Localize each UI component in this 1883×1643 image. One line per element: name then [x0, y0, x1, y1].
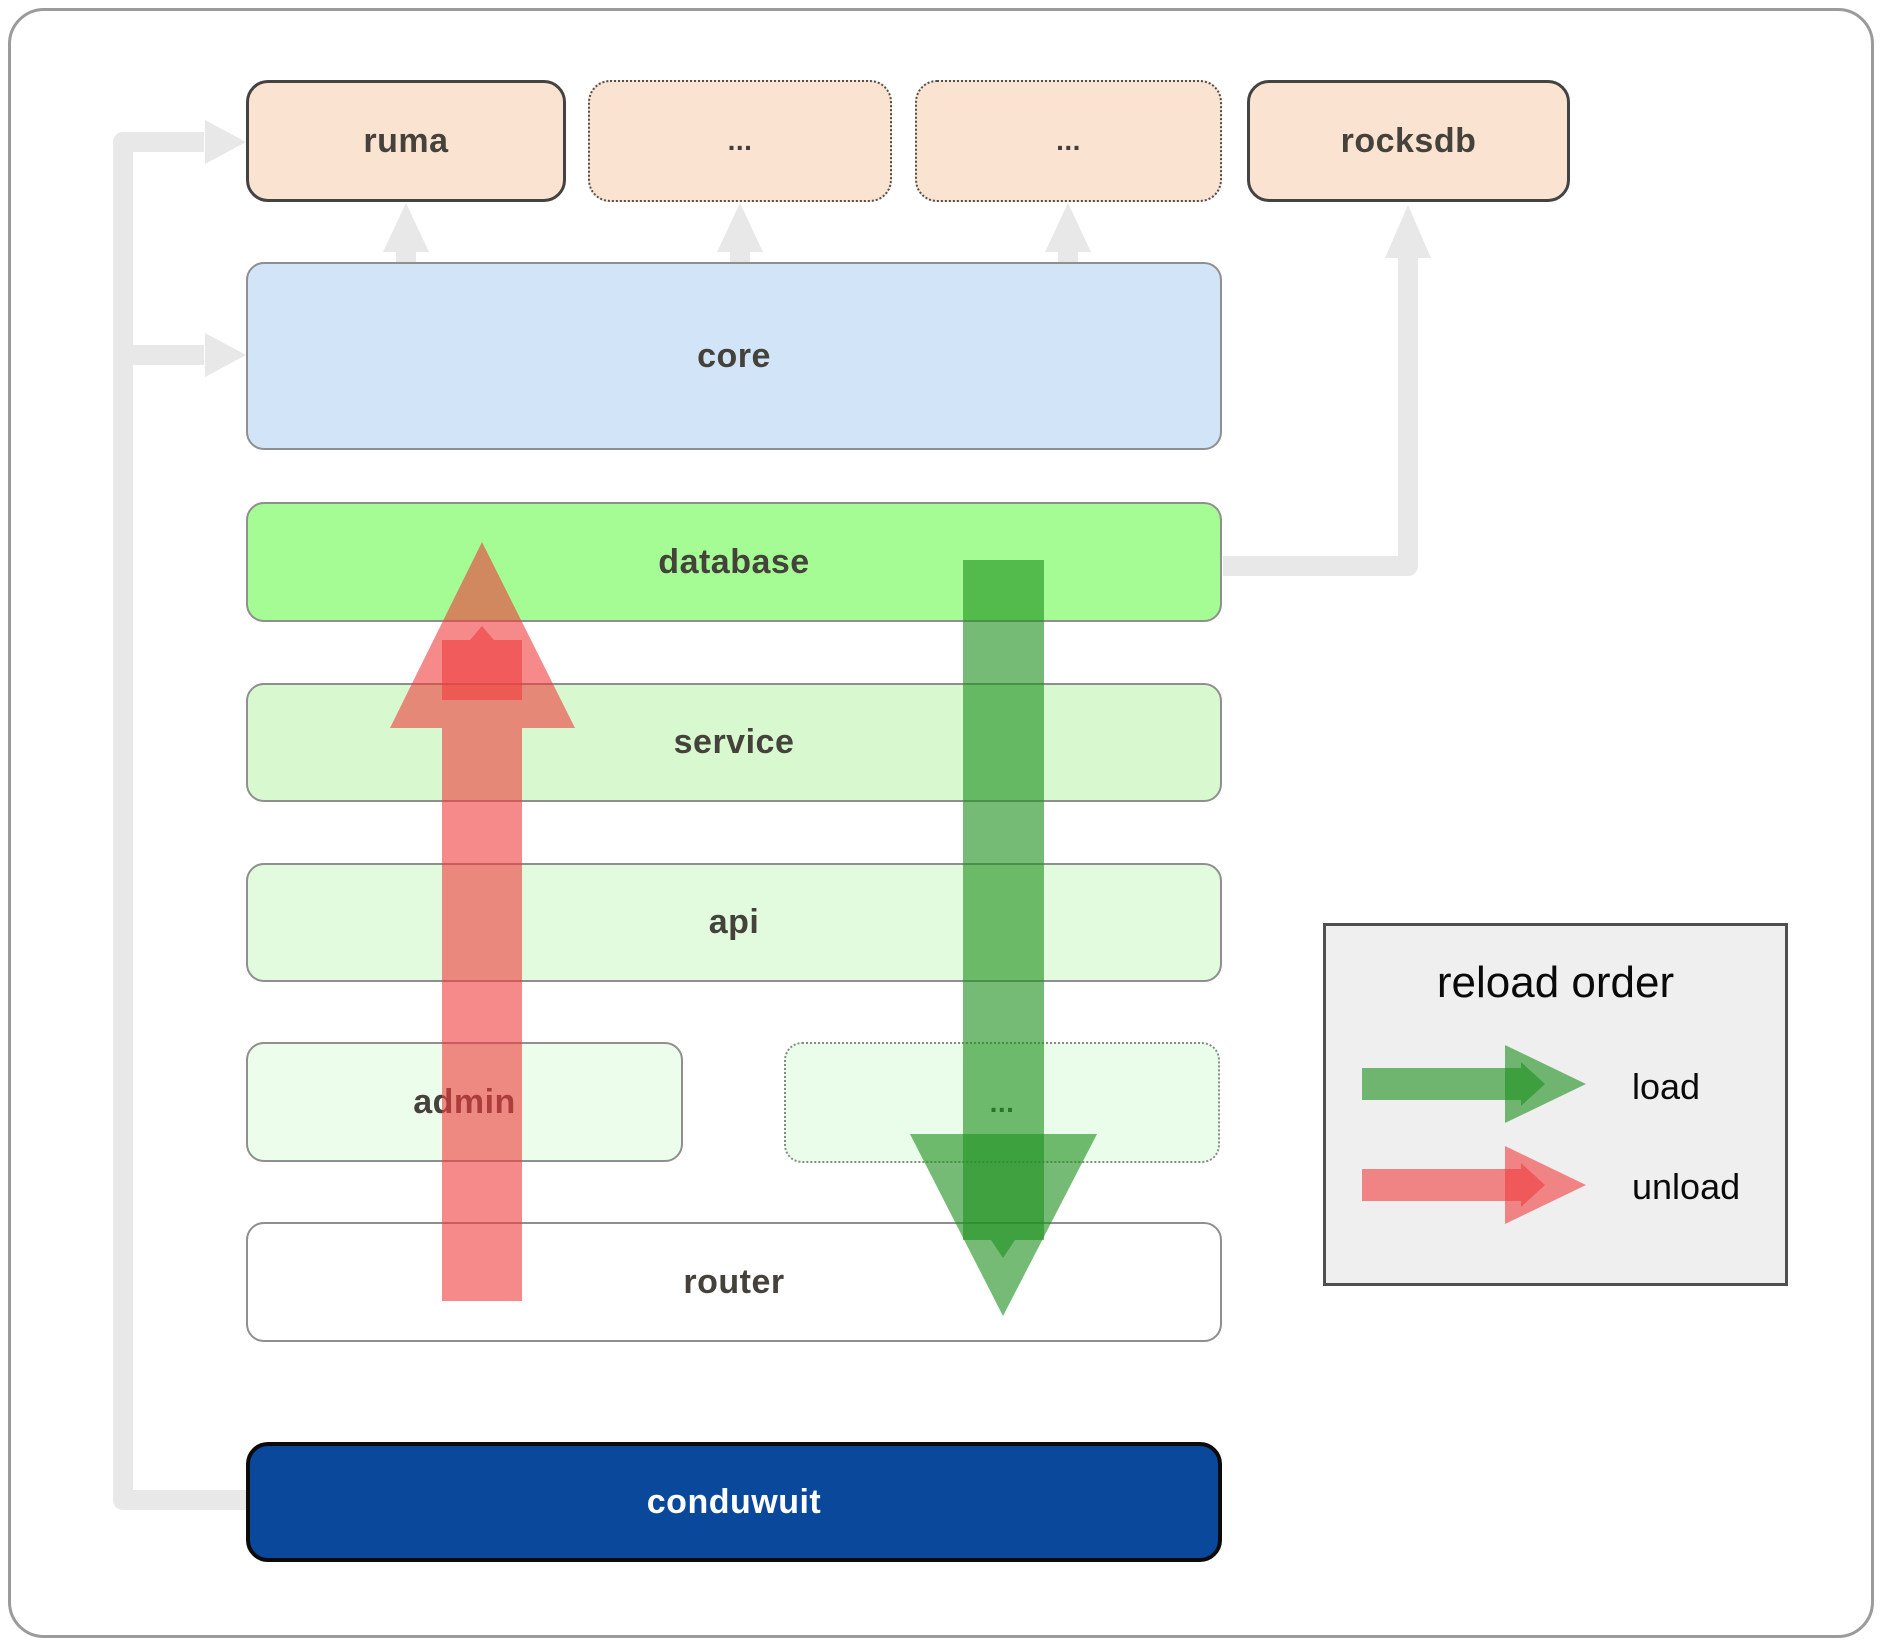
legend-unload-label: unload — [1632, 1166, 1741, 1207]
node-ruma-label: ruma — [363, 121, 449, 160]
node-service: service — [246, 683, 1222, 802]
node-ellipsis-1-label: ... — [727, 125, 753, 156]
node-api: api — [246, 863, 1222, 982]
node-router-label: router — [683, 1262, 785, 1301]
node-conduwuit-label: conduwuit — [646, 1482, 822, 1521]
node-ellipsis-1: ... — [588, 80, 892, 202]
connector-database-to-rocksdb — [1223, 256, 1418, 576]
arrowhead-into-ruma-icon — [205, 120, 246, 164]
arrowhead-into-rocksdb-icon — [1385, 205, 1431, 258]
node-ruma: ruma — [246, 80, 566, 202]
node-api-label: api — [708, 903, 760, 941]
node-database: database — [246, 502, 1222, 622]
node-admin: admin — [246, 1042, 683, 1162]
legend-load-label: load — [1632, 1066, 1701, 1107]
node-ellipsis-2-label: ... — [1056, 125, 1081, 156]
arrowhead-into-core-icon — [205, 333, 246, 377]
node-rocksdb-label: rocksdb — [1340, 121, 1477, 160]
node-rocksdb: rocksdb — [1247, 80, 1570, 202]
legend-title: reload order — [1436, 958, 1675, 1007]
legend-box: reload order load unload — [1323, 923, 1788, 1286]
node-admin-ellipsis-label: ... — [989, 1086, 1015, 1118]
node-conduwuit: conduwuit — [246, 1442, 1222, 1562]
node-database-label: database — [658, 542, 810, 581]
node-admin-ellipsis: ... — [784, 1042, 1220, 1163]
node-core-label: core — [697, 336, 771, 375]
node-admin-label: admin — [413, 1082, 516, 1121]
arrowhead-core-to-dots2-icon — [1045, 203, 1091, 252]
arrowhead-core-to-dots1-icon — [717, 203, 763, 252]
outer-frame — [8, 8, 1874, 1638]
node-core: core — [246, 262, 1222, 450]
node-ellipsis-2: ... — [915, 80, 1222, 202]
arrowhead-core-to-ruma-icon — [383, 203, 429, 252]
connector-conduwuit-to-ruma — [113, 132, 246, 1510]
node-service-label: service — [673, 723, 795, 761]
node-router: router — [246, 1222, 1222, 1342]
